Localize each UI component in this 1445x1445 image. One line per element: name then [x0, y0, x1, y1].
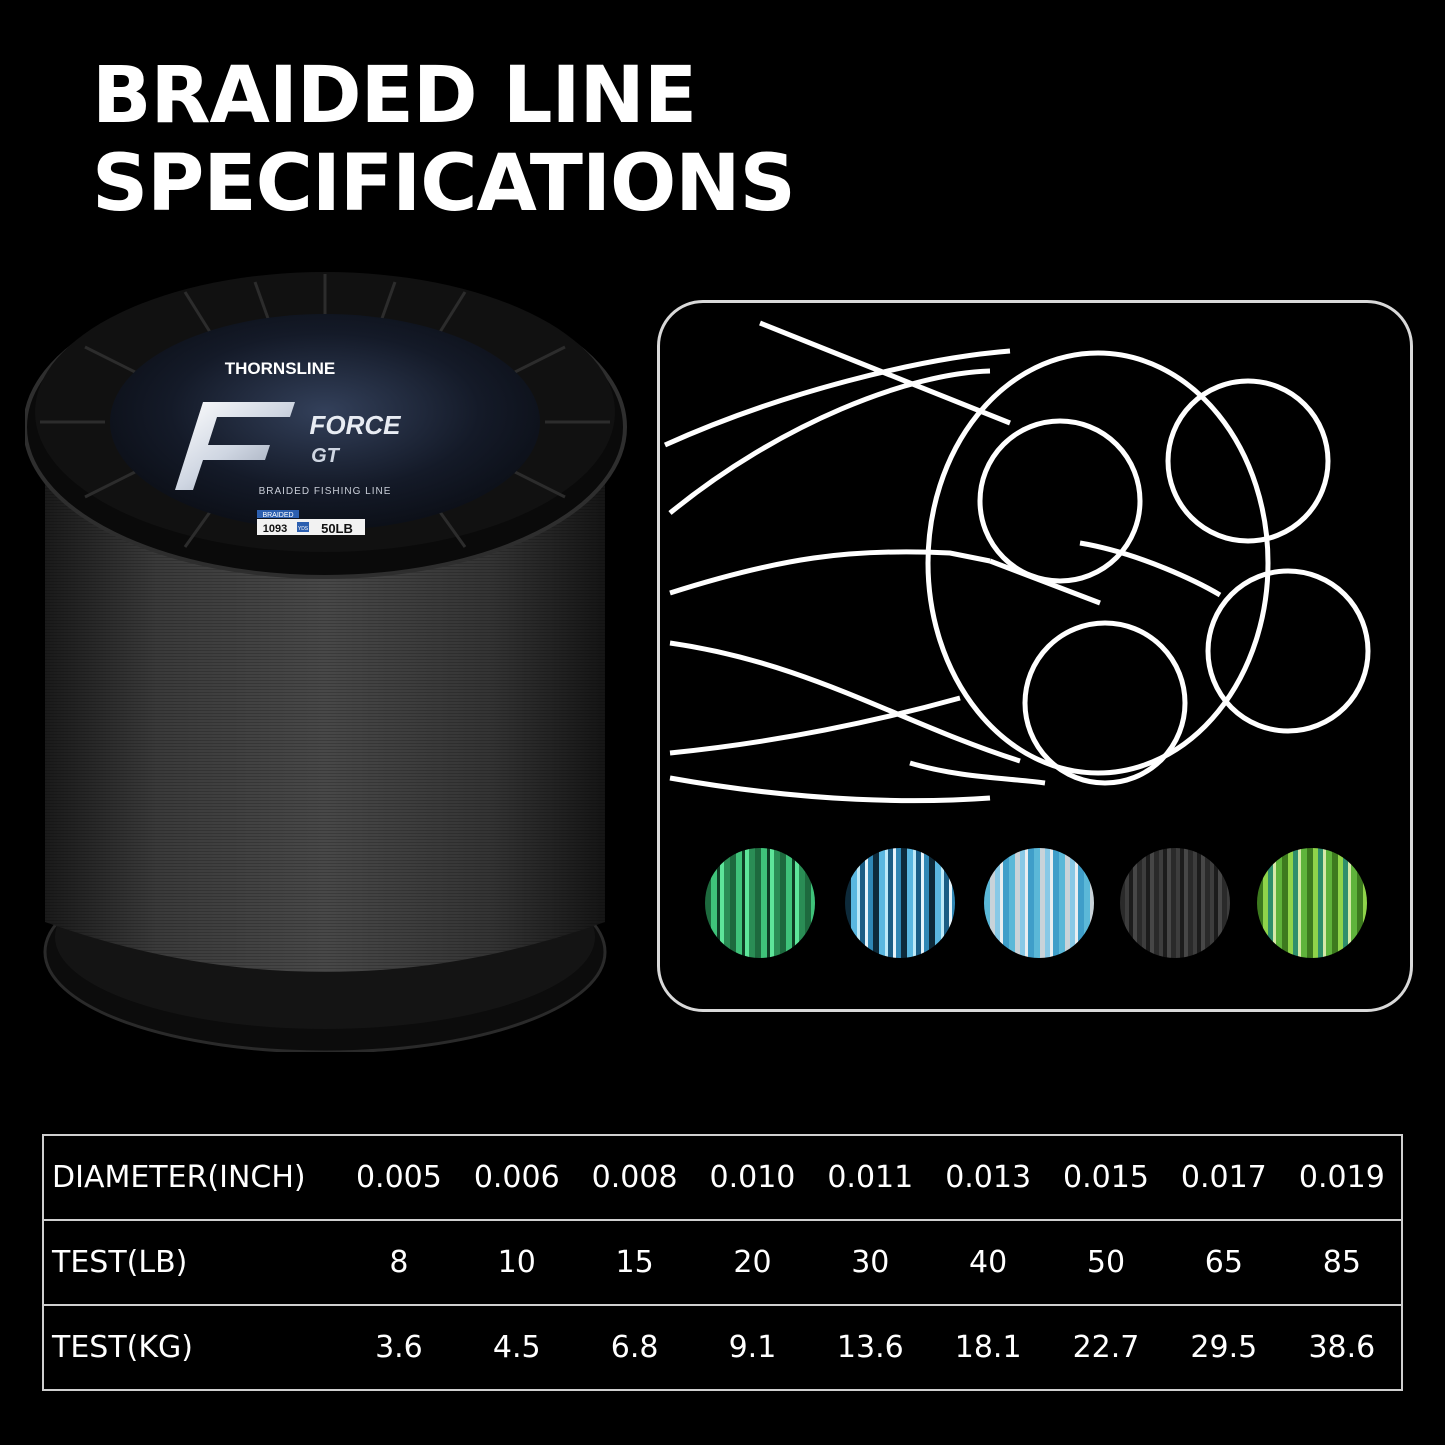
table-cell: 8: [340, 1219, 458, 1305]
line-spool-image: THORNSLINE FORCE GT BRAIDED FISHING LINE…: [25, 272, 627, 1052]
label-tag: BRAIDED: [262, 512, 293, 519]
color-swatch-gray: [1120, 848, 1230, 958]
series-logo: GT: [311, 445, 341, 467]
table-row: DIAMETER(INCH) 0.005 0.006 0.008 0.010 0.011 0…: [43, 1135, 1402, 1220]
table-cell: 3.6: [340, 1304, 458, 1390]
product-name: FORCE: [310, 410, 402, 440]
table-cell: 0.017: [1180, 1160, 1267, 1195]
brand-name: THORNSLINE: [225, 359, 336, 378]
table-cell: 6.8: [575, 1304, 694, 1390]
row-label: TEST(LB): [43, 1219, 340, 1305]
table-cell: 0.013: [945, 1160, 1032, 1195]
label-length: 1093: [263, 523, 287, 535]
table-cell: 22.7: [1047, 1304, 1165, 1390]
table-cell: 85: [1282, 1219, 1402, 1305]
table-cell: 4.5: [457, 1304, 576, 1390]
title-line-2: SPECIFICATIONS: [92, 139, 796, 229]
braid-diagram-panel: [657, 300, 1413, 1012]
color-swatch-blue-gray: [984, 848, 1094, 958]
table-cell: 18.1: [929, 1304, 1048, 1390]
table-cell: 20: [693, 1219, 812, 1305]
title-line-1: BRAIDED LINE: [92, 51, 697, 141]
table-cell: 0.010: [709, 1160, 796, 1195]
color-swatch-green: [705, 848, 815, 958]
table-cell: 0.015: [1063, 1160, 1149, 1195]
label-subtitle: BRAIDED FISHING LINE: [259, 486, 392, 497]
table-cell: 0.005: [355, 1160, 442, 1195]
table-cell: 9.1: [693, 1304, 812, 1390]
table-cell: 38.6: [1282, 1304, 1402, 1390]
table-cell: 0.011: [827, 1160, 914, 1195]
table-cell: 0.019: [1298, 1160, 1385, 1195]
table-cell: 65: [1164, 1219, 1283, 1305]
table-cell: 0.008: [591, 1160, 678, 1195]
table-cell: 15: [575, 1219, 694, 1305]
row-label: TEST(KG): [43, 1304, 340, 1390]
row-label: DIAMETER(INCH): [52, 1160, 306, 1195]
table-cell: 40: [929, 1219, 1048, 1305]
table-cell: 13.6: [811, 1304, 930, 1390]
color-swatch-blue: [845, 848, 955, 958]
label-strength: 50LB: [321, 521, 353, 536]
braid-cross-section: [663, 320, 1371, 804]
color-swatch-multi-green: [1257, 848, 1367, 958]
label-unit: YDS: [298, 526, 309, 532]
table-cell: 0.006: [473, 1160, 560, 1195]
table-cell: 29.5: [1164, 1304, 1283, 1390]
table-cell: 10: [457, 1219, 576, 1305]
specifications-table: DIAMETER(INCH) 0.005 0.006 0.008 0.010 0.011 0…: [42, 1134, 1403, 1391]
table-cell: 30: [811, 1219, 930, 1305]
page-title: BRAIDED LINE SPECIFICATIONS: [92, 51, 796, 229]
table-cell: 50: [1047, 1219, 1165, 1305]
